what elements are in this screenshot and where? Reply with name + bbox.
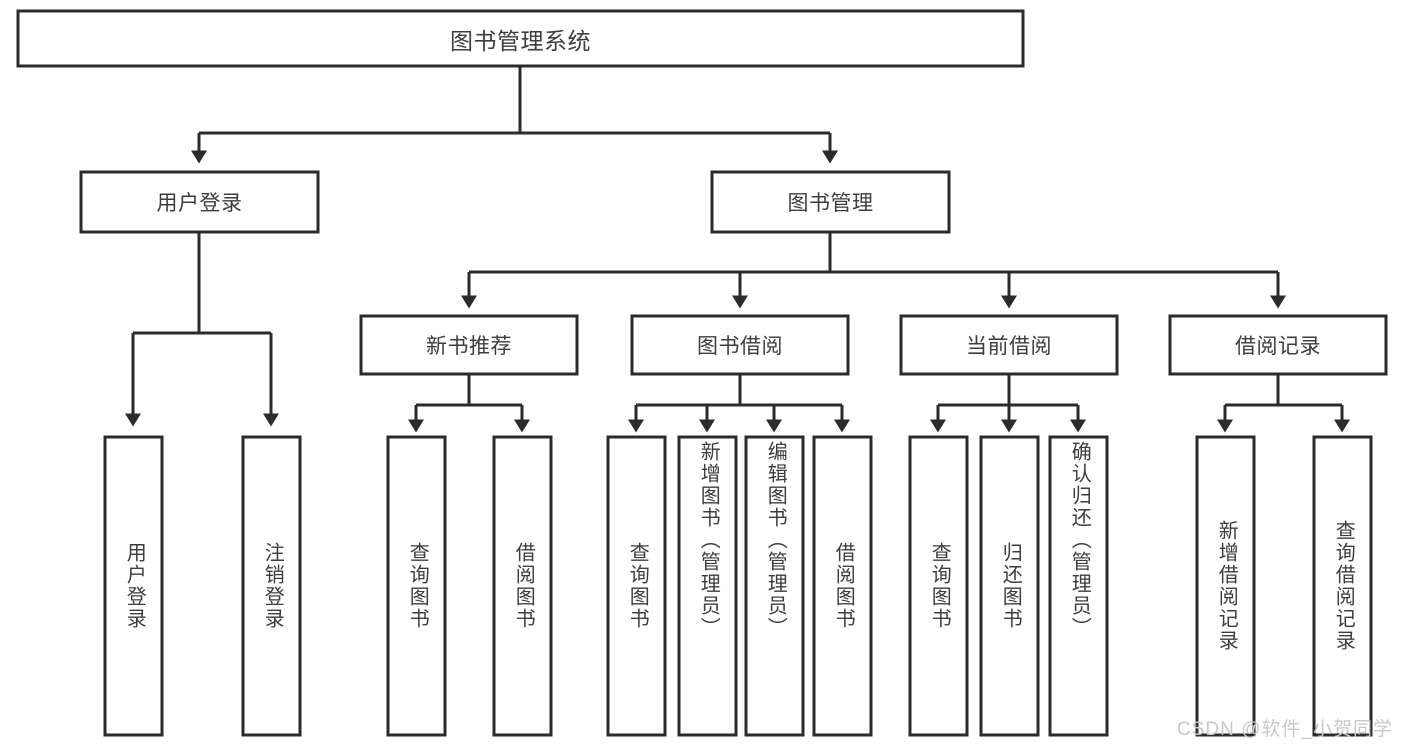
node-new-book-recommend[interactable] xyxy=(359,314,579,376)
node-leaf-query-book-current[interactable] xyxy=(908,435,969,737)
connector-newbook-to-leaves xyxy=(408,374,530,433)
node-user-login[interactable] xyxy=(79,170,320,234)
node-leaf-user-login[interactable] xyxy=(103,435,164,737)
node-borrow-record[interactable] xyxy=(1168,314,1388,376)
node-leaf-query-record[interactable] xyxy=(1312,435,1373,737)
node-leaf-query-book-borrow[interactable] xyxy=(606,435,667,737)
node-leaf-edit-book[interactable] xyxy=(744,435,805,737)
node-leaf-add-book[interactable] xyxy=(677,435,738,737)
node-leaf-borrow-book[interactable] xyxy=(812,435,873,737)
node-leaf-query-book-rec[interactable] xyxy=(386,435,447,737)
connector-currentborrow-to-leaves xyxy=(930,374,1086,433)
node-current-borrow[interactable] xyxy=(899,314,1119,376)
node-leaf-confirm-return[interactable] xyxy=(1048,435,1109,737)
connector-root-to-level1 xyxy=(191,66,838,164)
connector-bookmanage-to-level2 xyxy=(461,232,1286,309)
node-leaf-return-book[interactable] xyxy=(979,435,1040,737)
node-leaf-user-logout[interactable] xyxy=(241,435,302,737)
node-leaf-add-record[interactable] xyxy=(1195,435,1256,737)
connector-userlogin-to-leaves xyxy=(125,232,279,427)
node-book-manage[interactable] xyxy=(710,170,951,234)
connector-borrowrecord-to-leaves xyxy=(1217,374,1350,433)
node-leaf-borrow-book-rec[interactable] xyxy=(492,435,553,737)
connector-bookborrow-to-leaves xyxy=(628,374,850,433)
node-book-borrow[interactable] xyxy=(630,314,850,376)
csdn-watermark: CSDN @软件_小贺同学 xyxy=(1177,719,1393,740)
node-root[interactable] xyxy=(16,9,1025,68)
